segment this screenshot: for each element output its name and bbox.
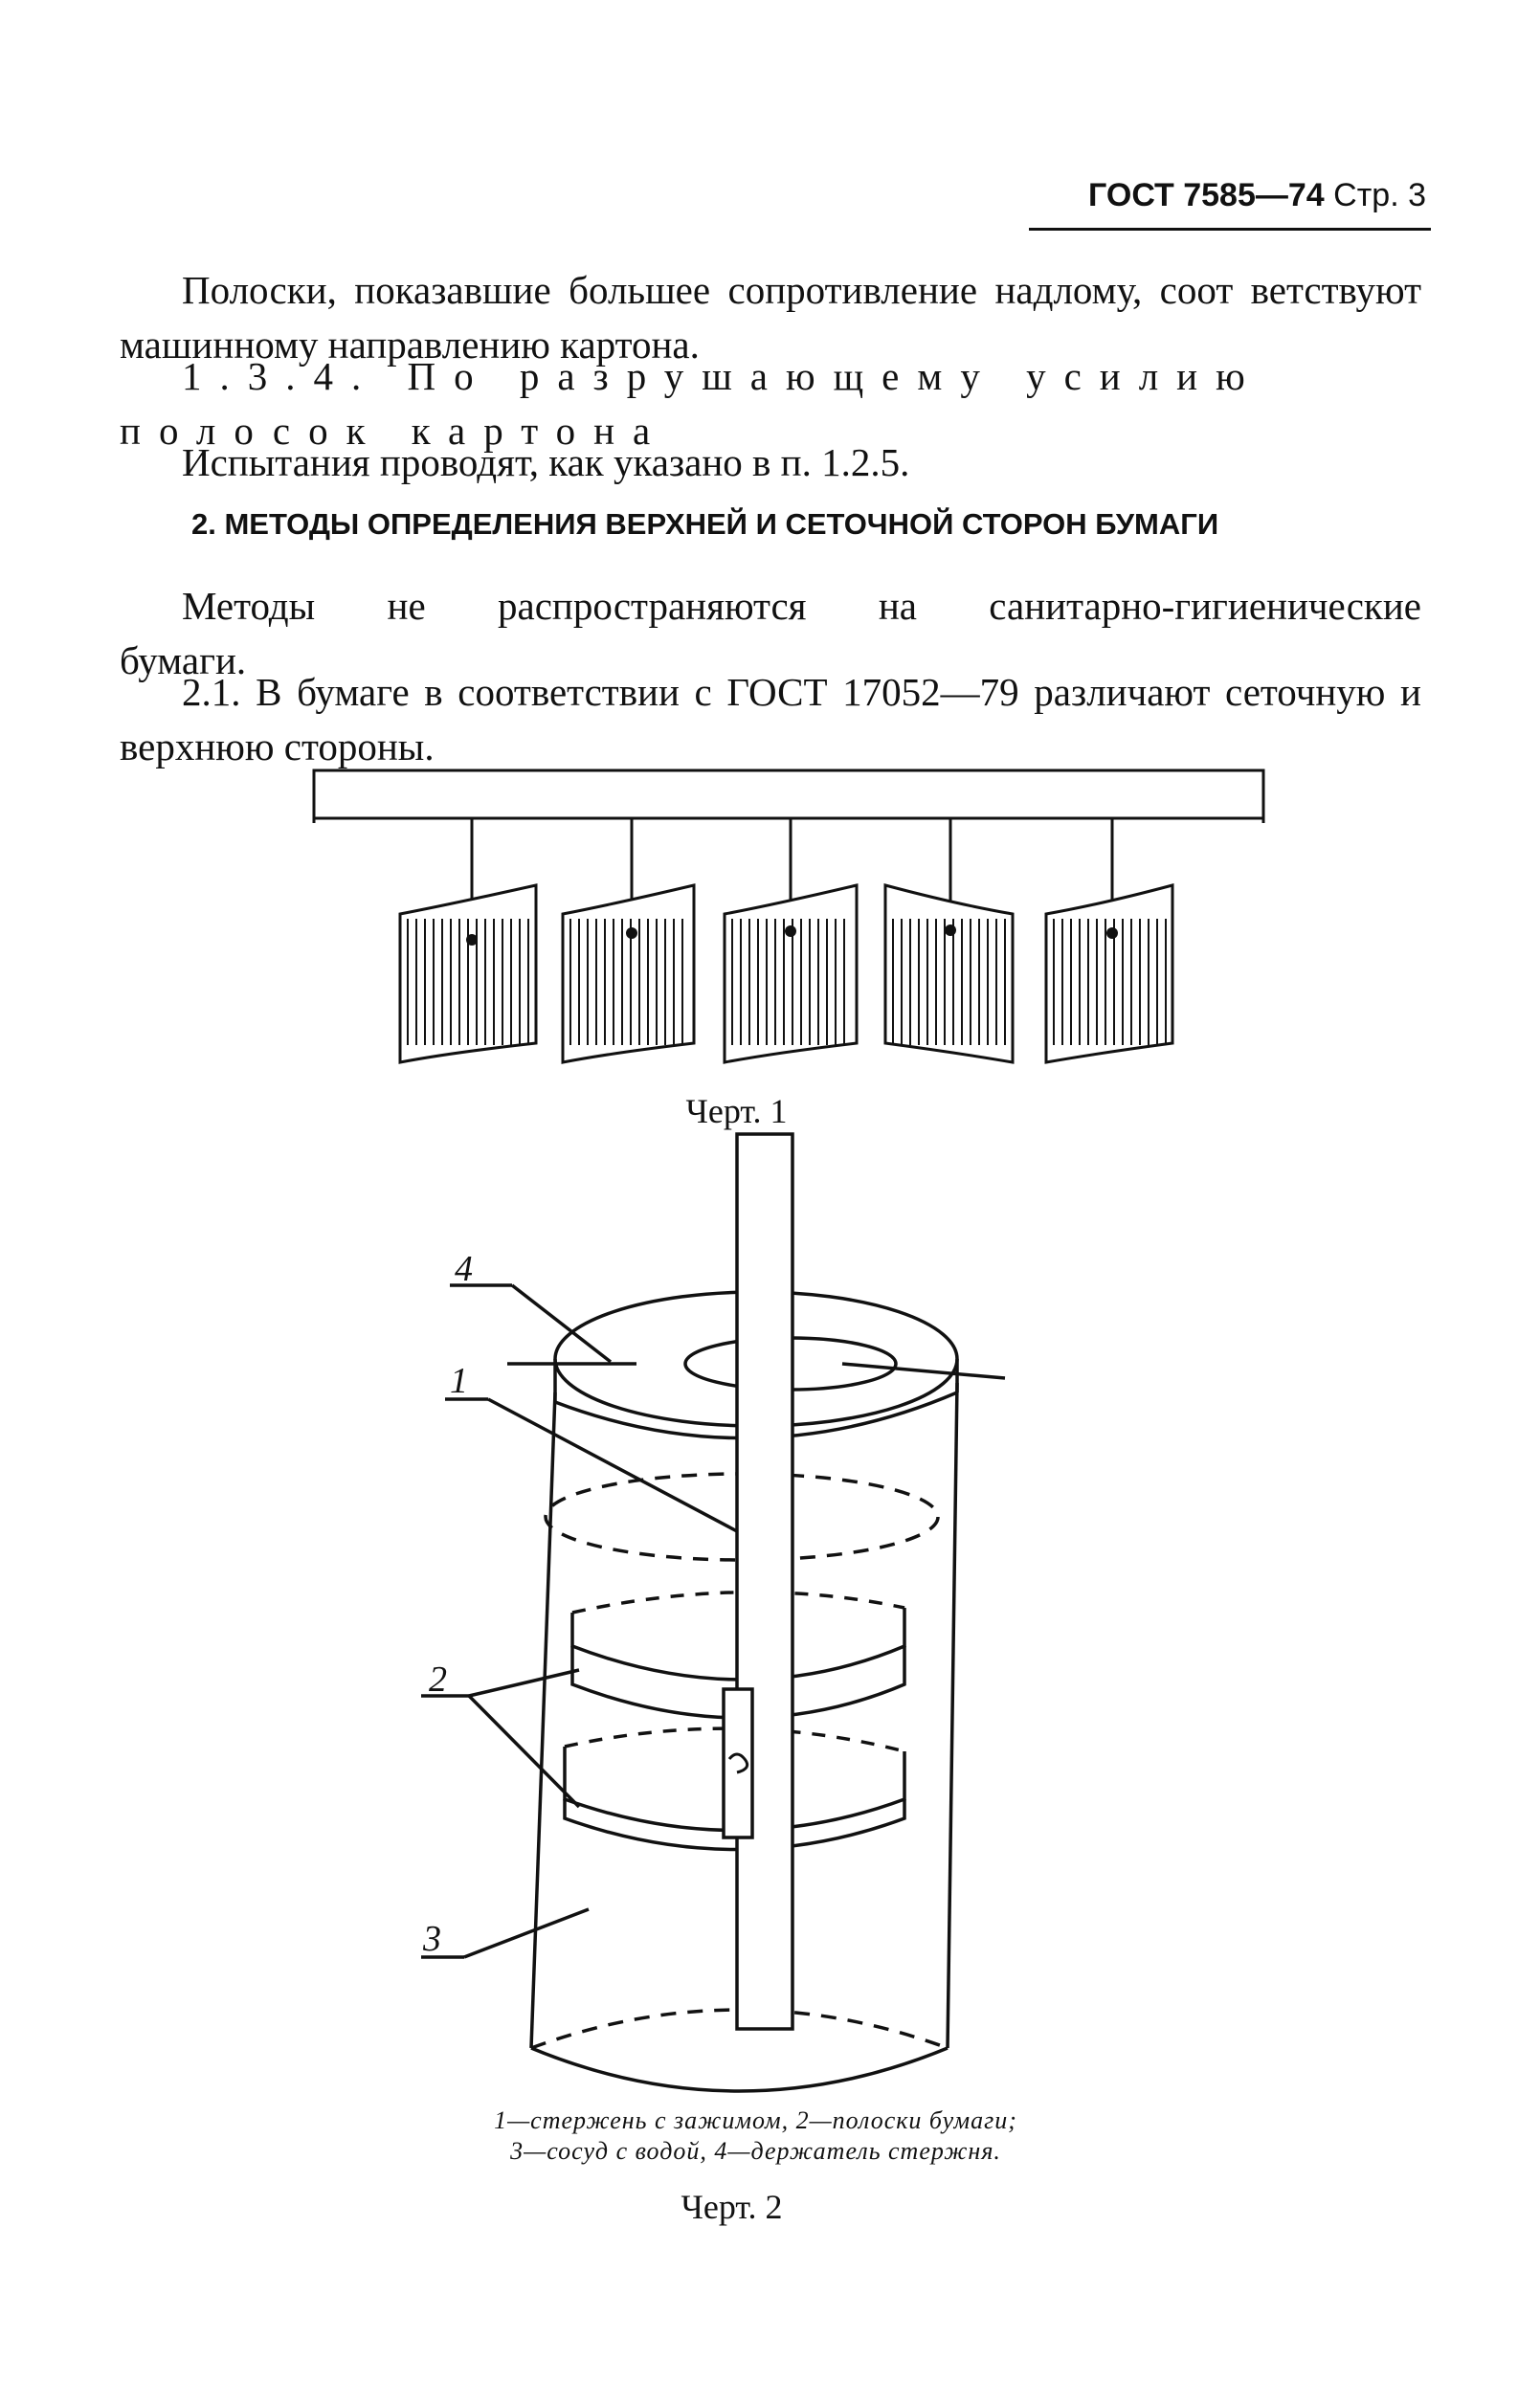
label-1: 1	[450, 1361, 468, 1401]
figure-2-caption: Черт. 2	[681, 2188, 783, 2226]
figure-2-legend-line-2: 3—сосуд с водой, 4—держатель стержня.	[510, 2137, 1001, 2165]
paragraph-2-1: 2.1. В бумаге в соответствии с ГОСТ 1705…	[120, 670, 1421, 768]
page-header: ГОСТ 7585—74 Стр. 3	[1043, 177, 1426, 214]
label-4: 4	[455, 1249, 473, 1289]
rod-with-clamp	[735, 1132, 794, 2031]
paragraph-1: Полоски, показавшие большее сопротивлени…	[120, 268, 1421, 367]
section-title: 2. МЕТОДЫ ОПРЕДЕЛЕНИЯ ВЕРХНЕЙ И СЕТОЧНОЙ…	[191, 507, 1219, 541]
standard-code: ГОСТ 7585—74	[1088, 177, 1325, 213]
header-rule	[1029, 228, 1431, 231]
paragraph-methods: Методы не распространяются на санитарно-…	[120, 584, 1421, 682]
label-2: 2	[429, 1659, 447, 1700]
paragraph-1-3-4: 1.3.4. По разрушающему усилию полосок ка…	[120, 354, 1263, 453]
figure-1-caption: Черт. 1	[685, 1092, 788, 1130]
paragraph-tests: Испытания проводят, как указано в п. 1.2…	[182, 440, 910, 484]
page-number: Стр. 3	[1333, 177, 1426, 213]
paper-strip	[883, 818, 1015, 1064]
figure-2-legend-line-1: 1—стержень с зажимом, 2—полоски бумаги;	[494, 2106, 1017, 2134]
label-3: 3	[422, 1919, 441, 1959]
